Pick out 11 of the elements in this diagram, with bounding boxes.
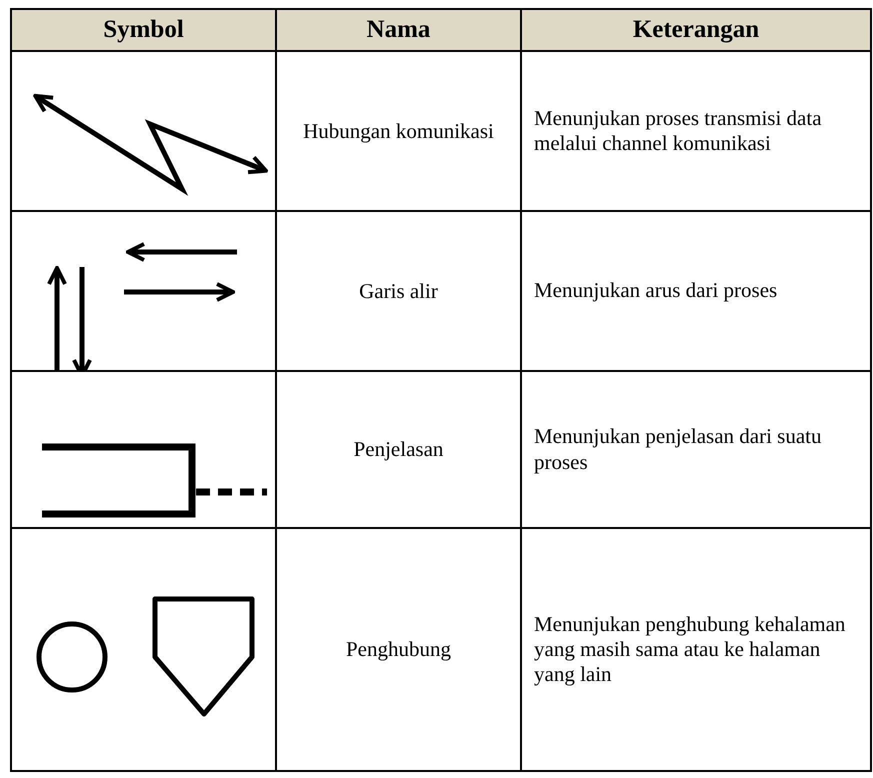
table-cell: Menunjukan arus dari proses — [521, 211, 871, 371]
table-cell: Menunjukan penghubung kehalaman yang masih sama atau ke halaman yang lain — [521, 528, 871, 771]
table-cell: Menunjukan penjelasan dari suatu proses — [521, 371, 871, 528]
table-cell: Menunjukan proses transmisi data melalui channel komunikasi — [521, 51, 871, 211]
column-header: Keterangan — [521, 9, 871, 51]
table-cell: Garis alir — [276, 211, 521, 371]
column-header: Symbol — [11, 9, 276, 51]
table-cell: Penghubung — [276, 528, 521, 771]
table-cell: Hubungan komunikasi — [276, 51, 521, 211]
column-header: Nama — [276, 9, 521, 51]
table-cell: Penjelasan — [276, 371, 521, 528]
